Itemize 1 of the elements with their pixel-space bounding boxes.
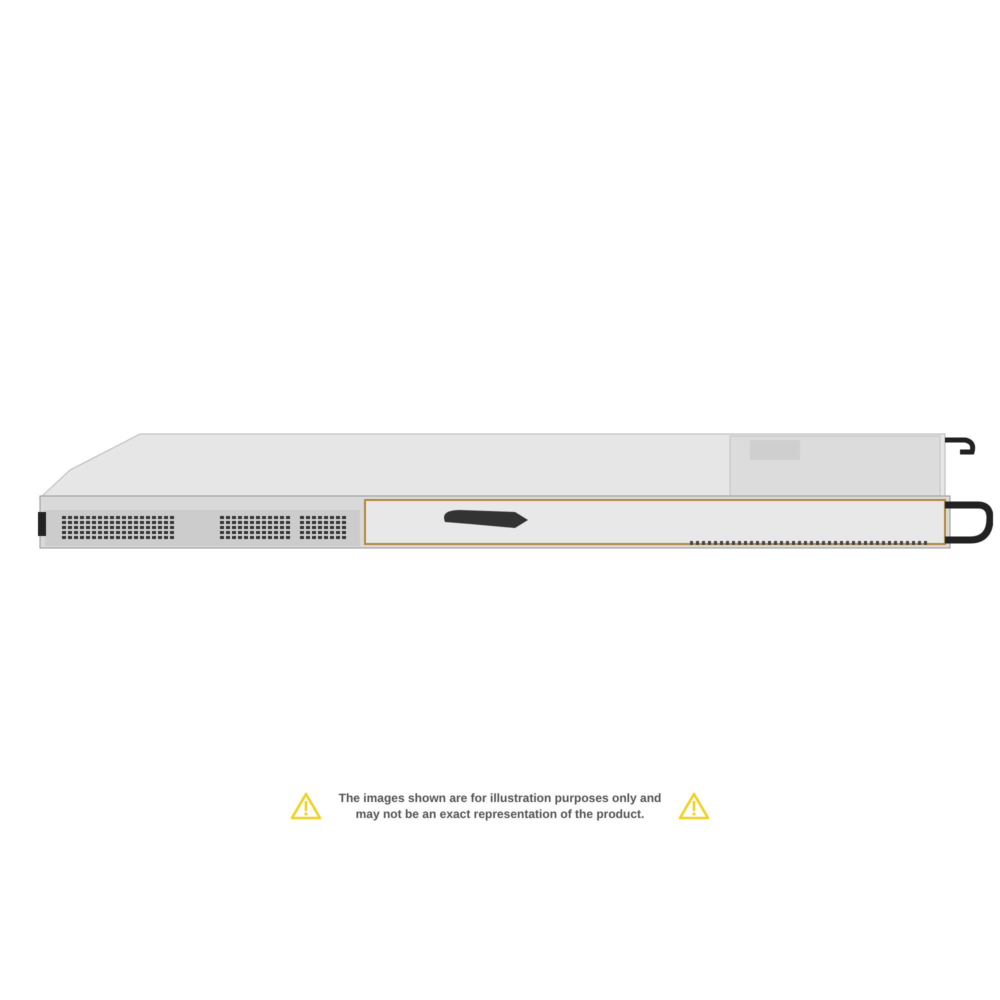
disclaimer-note: The images shown are for illustration purposes only and may not be an exact representation of the product. (338, 790, 662, 822)
